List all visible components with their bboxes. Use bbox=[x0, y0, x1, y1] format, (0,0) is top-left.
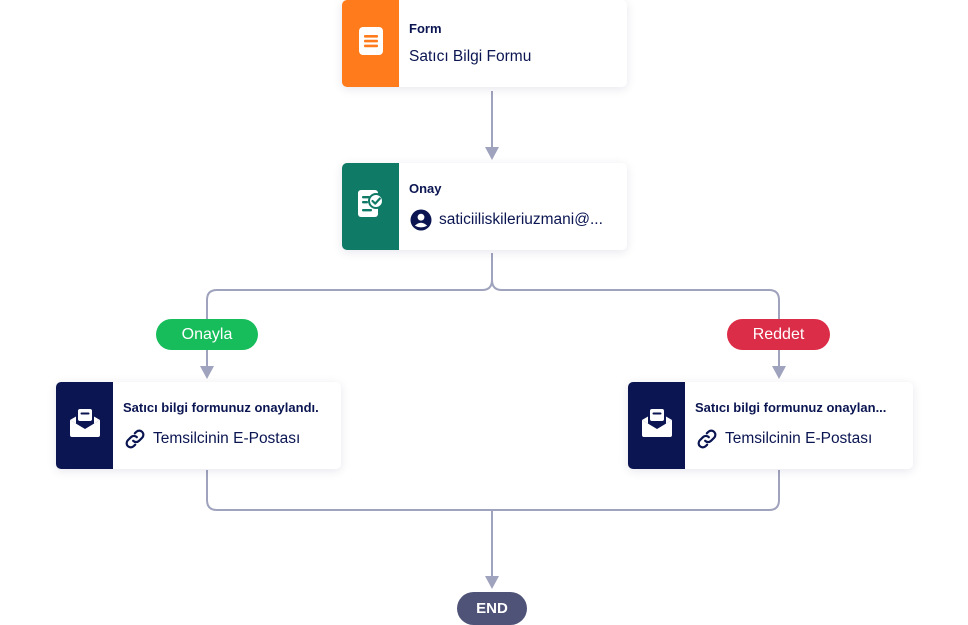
arrow-head bbox=[485, 147, 499, 160]
connector-approval-to-approved bbox=[206, 253, 493, 368]
approval-node-assignee: saticiiliskileriuzmani@... bbox=[439, 211, 603, 228]
arrow-head bbox=[485, 576, 499, 589]
connector-merge bbox=[206, 470, 780, 511]
email-rejected-recipient-row: Temsilcinin E-Postası bbox=[695, 427, 886, 451]
approval-node-body: Onay saticiiliskileriuzmani@... bbox=[399, 163, 613, 250]
form-node-subtitle: Satıcı Bilgi Formu bbox=[409, 48, 532, 65]
email-approved-title: Satıcı bilgi formunuz onaylandı. bbox=[123, 400, 319, 415]
email-rejected-body: Satıcı bilgi formunuz onaylan... Temsilc… bbox=[685, 382, 896, 469]
form-node[interactable]: Form Satıcı Bilgi Formu bbox=[342, 0, 627, 87]
form-icon bbox=[358, 26, 384, 61]
email-approved-recipient-row: Temsilcinin E-Postası bbox=[123, 427, 319, 451]
approval-node[interactable]: Onay saticiiliskileriuzmani@... bbox=[342, 163, 627, 250]
form-node-title: Form bbox=[409, 21, 442, 36]
arrow-head bbox=[200, 366, 214, 379]
end-node[interactable]: END bbox=[457, 592, 527, 625]
email-approved-icon-box bbox=[56, 382, 113, 469]
approval-icon bbox=[357, 189, 385, 224]
form-node-icon-box bbox=[342, 0, 399, 87]
email-rejected-recipient: Temsilcinin E-Postası bbox=[725, 430, 873, 447]
email-approved-node[interactable]: Satıcı bilgi formunuz onaylandı. Temsilc… bbox=[56, 382, 341, 469]
email-approved-body: Satıcı bilgi formunuz onaylandı. Temsilc… bbox=[113, 382, 329, 469]
form-node-subtitle-row: Satıcı Bilgi Formu bbox=[409, 48, 531, 66]
connector-approval-to-rejected bbox=[491, 279, 780, 368]
email-approved-recipient: Temsilcinin E-Postası bbox=[153, 430, 301, 447]
link-icon bbox=[695, 427, 719, 451]
approval-node-title: Onay bbox=[409, 181, 442, 196]
approve-branch-label[interactable]: Onayla bbox=[156, 319, 258, 350]
email-icon bbox=[641, 408, 673, 443]
arrow-head bbox=[772, 366, 786, 379]
approval-node-icon-box bbox=[342, 163, 399, 250]
email-rejected-title: Satıcı bilgi formunuz onaylan... bbox=[695, 400, 887, 415]
email-icon bbox=[69, 408, 101, 443]
email-rejected-icon-box bbox=[628, 382, 685, 469]
reject-branch-label[interactable]: Reddet bbox=[727, 319, 830, 350]
email-rejected-node[interactable]: Satıcı bilgi formunuz onaylan... Temsilc… bbox=[628, 382, 913, 469]
link-icon bbox=[123, 427, 147, 451]
approval-node-assignee-row: saticiiliskileriuzmani@... bbox=[409, 208, 603, 232]
user-icon bbox=[409, 208, 433, 232]
form-node-body: Form Satıcı Bilgi Formu bbox=[399, 0, 541, 87]
